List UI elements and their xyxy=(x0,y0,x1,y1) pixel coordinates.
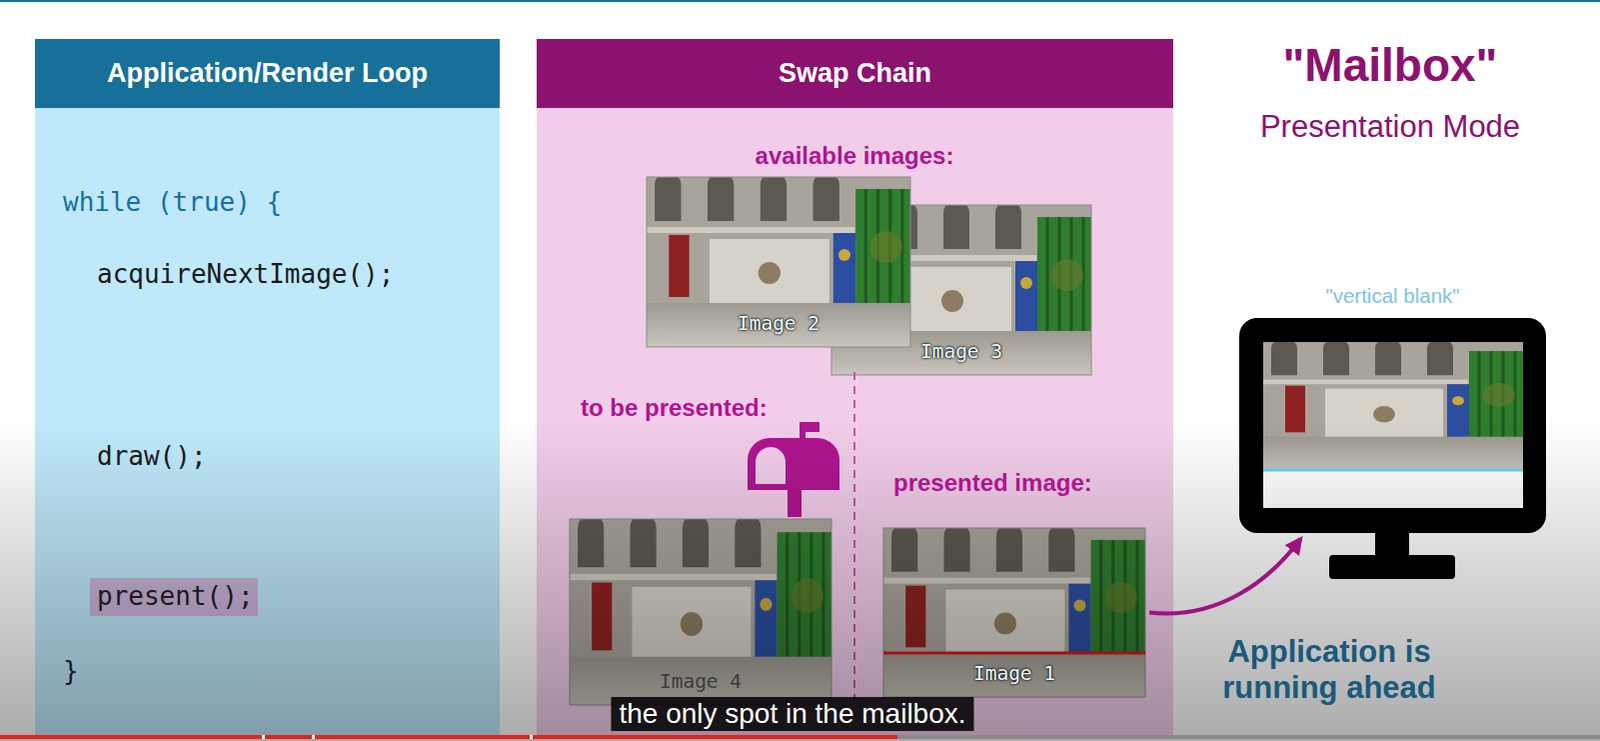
code-highlight xyxy=(89,577,258,616)
loop-panel: Application/Render Loop while (true) { acq… xyxy=(34,38,500,735)
top-rule xyxy=(0,0,1600,2)
image-label: Image 4 xyxy=(569,668,832,695)
progress-remaining xyxy=(897,734,1600,739)
chapter-mark xyxy=(529,734,533,739)
section-label: presented image: xyxy=(893,467,1093,498)
image-frame xyxy=(646,176,911,347)
code-line: present(); xyxy=(96,579,254,612)
swapchain-image: Image 4 xyxy=(569,518,832,705)
chapter-mark xyxy=(261,734,265,739)
panel-heading: Swap Chain xyxy=(536,38,1174,108)
chapter-mark xyxy=(311,734,315,739)
progress-played xyxy=(0,734,898,739)
panel-heading: Application/Render Loop xyxy=(34,38,500,108)
code-line: draw(); xyxy=(96,439,207,472)
code-line: while (true) { xyxy=(62,185,282,218)
loop-panel-header xyxy=(34,38,500,108)
image-label: Image 1 xyxy=(883,660,1146,687)
monitor-caption: "vertical blank" xyxy=(1239,281,1547,310)
mode-subtitle: Presentation Mode xyxy=(1260,107,1521,146)
image-label: Image 3 xyxy=(831,338,1092,365)
arrow-connector xyxy=(1149,538,1301,613)
swapchain-image: Image 3 xyxy=(831,204,1092,375)
code-line: } xyxy=(62,654,79,687)
image-label: Image 2 xyxy=(646,310,911,337)
swapchain-image: Image 2 xyxy=(646,176,911,347)
monitor: "vertical blank" xyxy=(1239,317,1547,533)
swapchain-panel-header xyxy=(536,38,1174,108)
scene-image xyxy=(646,171,911,347)
swapchain-image: Image 1 xyxy=(883,527,1146,697)
section-label: to be presented: xyxy=(580,392,768,423)
video-subtitle: the only spot in the mailbox. xyxy=(610,696,974,731)
code-line: acquireNextImage(); xyxy=(96,257,394,290)
mode-title: "Mailbox" xyxy=(1283,37,1499,92)
video-shade xyxy=(0,419,1600,741)
section-label: available images: xyxy=(755,140,955,171)
status-note: Application is running ahead xyxy=(1199,633,1460,706)
